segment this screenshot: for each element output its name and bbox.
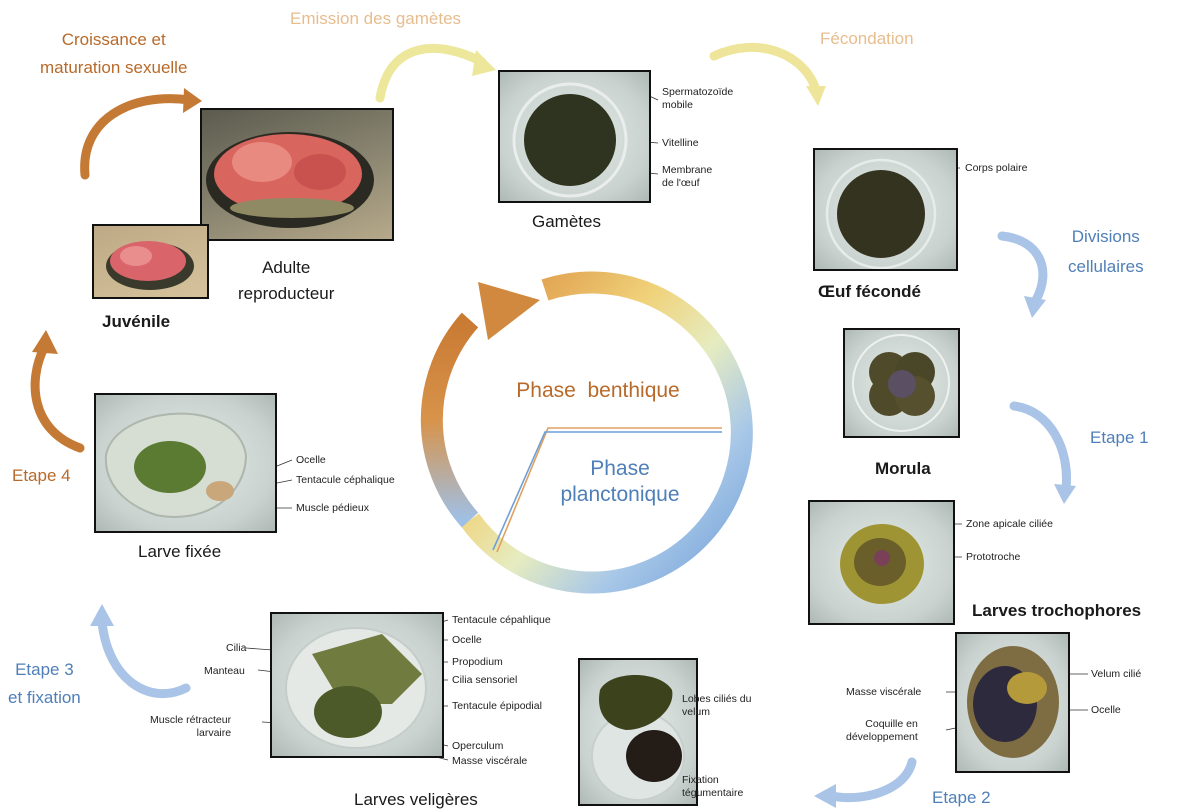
etape1-arrowhead bbox=[1054, 484, 1076, 504]
annotation: Ocelle bbox=[452, 634, 482, 647]
annotation: Masse viscérale bbox=[452, 755, 527, 768]
gametes-photo bbox=[498, 70, 651, 203]
annotation: Velum cilié bbox=[1091, 668, 1141, 681]
oeuf-photo bbox=[813, 148, 958, 271]
morula-photo bbox=[843, 328, 960, 438]
divisions-arrow bbox=[1002, 236, 1043, 300]
croissance-arrow bbox=[85, 99, 190, 175]
etape3-arrow bbox=[102, 622, 186, 694]
trochophores-label: Larves trochophores bbox=[972, 601, 1141, 621]
phase-planctonique-label: Phase planctonique bbox=[520, 456, 720, 508]
abalone-juvenile-icon bbox=[94, 226, 207, 297]
annotation: Spermatozoïde mobile bbox=[662, 86, 733, 112]
annotation: Muscle pédieux bbox=[296, 502, 369, 515]
annotation: Cilia sensoriel bbox=[452, 674, 517, 687]
annotation: Coquille en développement bbox=[846, 718, 918, 744]
veligeres-label: Larves veligères bbox=[354, 790, 478, 810]
annotation: Propodium bbox=[452, 656, 503, 669]
adult-photo bbox=[200, 108, 394, 241]
veligere-mid-photo bbox=[578, 658, 698, 806]
adulte-label: Adulte reproducteur bbox=[238, 255, 334, 307]
annotation: Prototroche bbox=[966, 551, 1020, 564]
etape3-label: Etape 3 et fixation bbox=[8, 656, 81, 712]
annotation: Fixation tégumentaire bbox=[682, 774, 743, 800]
juvenile-label: Juvénile bbox=[102, 312, 170, 332]
annotation: Ocelle bbox=[296, 454, 326, 467]
veligere-full-photo bbox=[270, 612, 444, 758]
fecondation-label: Fécondation bbox=[820, 29, 914, 49]
annotation: Masse viscérale bbox=[846, 686, 921, 699]
juvenile-photo bbox=[92, 224, 209, 299]
annotation: Ocelle bbox=[1091, 704, 1121, 717]
annotation: Tentacule cépahlique bbox=[452, 614, 551, 627]
cycle-ring-left bbox=[432, 320, 470, 520]
croissance-label: Croissance et maturation sexuelle bbox=[40, 26, 187, 82]
annotation: Membrane de l'œuf bbox=[662, 164, 712, 190]
emission-arrow bbox=[380, 48, 482, 98]
fecondation-arrow bbox=[714, 47, 816, 90]
annotation: Tentacule céphalique bbox=[296, 474, 395, 487]
annotation: Tentacule épipodial bbox=[452, 700, 542, 713]
etape1-label: Etape 1 bbox=[1090, 428, 1149, 448]
fecondation-arrowhead bbox=[806, 86, 826, 106]
etape3-arrowhead bbox=[90, 604, 114, 626]
divisions-arrowhead bbox=[1024, 296, 1046, 318]
etape1-arrow bbox=[1014, 406, 1067, 488]
emission-label: Emission des gamètes bbox=[290, 9, 461, 29]
oeuf-label: Œuf fécondé bbox=[818, 282, 921, 302]
annotation: Lobes ciliés du velum bbox=[682, 693, 751, 719]
trochophore-photo bbox=[808, 500, 955, 625]
phase-benthique-label: Phase benthique bbox=[498, 378, 698, 404]
annotation: Cilia bbox=[226, 642, 246, 655]
abalone-adult-icon bbox=[202, 110, 392, 239]
annotation: Corps polaire bbox=[965, 162, 1027, 175]
cycle-arrowhead bbox=[478, 282, 540, 340]
etape2-label: Etape 2 bbox=[932, 788, 991, 808]
etape4-label: Etape 4 bbox=[12, 466, 71, 486]
annotation: Vitelline bbox=[662, 137, 699, 150]
gametes-label: Gamètes bbox=[532, 212, 601, 232]
annotation: Manteau bbox=[204, 665, 245, 678]
morula-label: Morula bbox=[875, 459, 931, 479]
annotation: Operculum bbox=[452, 740, 503, 753]
etape2-arrow bbox=[832, 762, 912, 798]
veligere-late-photo bbox=[955, 632, 1070, 773]
emission-arrowhead bbox=[472, 50, 496, 76]
annotation: Muscle rétracteur larvaire bbox=[150, 714, 231, 740]
etape4-arrow bbox=[35, 348, 80, 448]
divisions-label: Divisions cellulaires bbox=[1068, 222, 1144, 282]
larve-fixee-label: Larve fixée bbox=[138, 542, 221, 562]
larve-fixee-photo bbox=[94, 393, 277, 533]
etape2-arrowhead bbox=[814, 784, 836, 808]
etape4-arrowhead bbox=[32, 330, 58, 354]
annotation: Zone apicale ciliée bbox=[966, 518, 1053, 531]
